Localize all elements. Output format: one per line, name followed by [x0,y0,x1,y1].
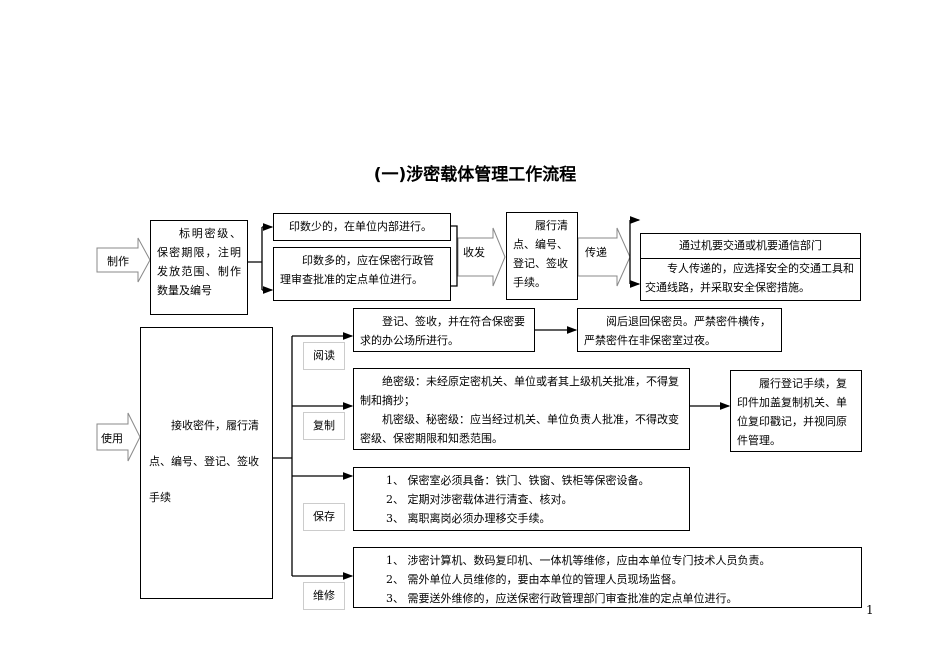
few-copies-box: 印数少的，在单位内部进行。 [273,213,451,241]
store-box: 1、 保密室必须具备：铁门、铁窗、铁柜等保密设备。 2、 定期对涉密载体进行清查… [353,467,690,531]
repair-item: 1、 涉密计算机、数码复印机、一体机等维修，应由本单位专门技术人员负责。 [386,554,771,567]
personal-delivery: 专人传递的，应选择安全的交通工具和交通线路，并采取安全保密措施。 [645,262,854,294]
copy-top-secret: 绝密级：未经原定密机关、单位或者其上级机关批准，不得复制和摘抄； [360,375,679,407]
copy-secret: 机密级、秘密级：应当经过机关、单位负责人批准，不得改变密级、保密期限和知悉范围。 [360,413,679,445]
deliver-label: 传递 [585,246,607,259]
repair-box: 1、 涉密计算机、数码复印机、一体机等维修，应由本单位专门技术人员负责。 2、 … [353,547,862,608]
copy-next-box: 履行登记手续，复印件加盖复制机关、单位复印戳记，并视同原件管理。 [730,370,862,452]
make-block-arrow [96,237,151,283]
read-box: 登记、签收，并在符合保密要求的办公场所进行。 [353,308,535,352]
repair-label: 维修 [303,582,345,610]
store-item: 2、 定期对涉密载体进行清查、核对。 [386,493,573,506]
make-step-box: 标明密级、保密期限，注明发放范围、制作数量及编号 [150,220,248,315]
store-label: 保存 [303,503,345,531]
make-label: 制作 [107,255,129,268]
repair-item: 2、 需外单位人员维修的，要由本单位的管理人员现场监督。 [386,573,683,586]
copy-box: 绝密级：未经原定密机关、单位或者其上级机关批准，不得复制和摘抄； 机密级、秘密级… [353,368,690,450]
delivery-box: 通过机要交通或机要通信部门 专人传递的，应选择安全的交通工具和交通线路，并采取安… [640,233,861,301]
receive-block-arrow [457,227,506,287]
use-step-box: 接收密件，履行清点、编号、登记、签收手续 [140,327,273,599]
use-block-arrow [96,412,141,462]
deliver-block-arrow [577,227,631,287]
read-next-box: 阅后退回保密员。严禁密件横传，严禁密件在非保密室过夜。 [577,308,782,352]
use-label: 使用 [101,432,123,445]
repair-item: 3、 需要送外维修的，应送保密行政管理部门审查批准的定点单位进行。 [386,592,738,605]
store-item: 3、 离职离岗必须办理移交手续。 [386,512,551,525]
via-confidential-dept: 通过机要交通或机要通信部门 [641,234,860,259]
many-copies-box: 印数多的，应在保密行政管理审查批准的定点单位进行。 [273,247,451,301]
page-number: 1 [866,603,874,617]
use-step-text: 接收密件，履行清点、编号、登记、签收手续 [149,419,259,504]
check-box: 履行清点、编号、登记、签收手续。 [506,212,578,300]
copy-label: 复制 [303,412,345,440]
store-item: 1、 保密室必须具备：铁门、铁窗、铁柜等保密设备。 [386,474,650,487]
receive-label: 收发 [463,246,485,259]
page-title: (一)涉密载体管理工作流程 [373,165,577,185]
read-label: 阅读 [303,342,345,370]
